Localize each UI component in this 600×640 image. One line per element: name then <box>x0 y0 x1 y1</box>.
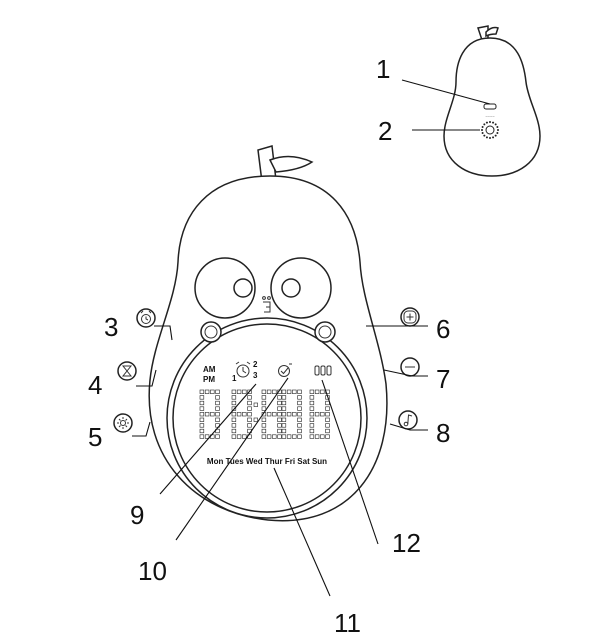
alarm-indicator-icon <box>235 361 251 378</box>
plus-icon <box>400 307 420 327</box>
callout-labels: 1 2 3 4 5 6 7 8 9 10 11 12 <box>88 54 450 638</box>
digit-display <box>199 389 330 439</box>
digit-4 <box>281 389 302 439</box>
nose-icon <box>262 296 271 313</box>
callout-11: 11 <box>334 608 361 638</box>
colon-dot <box>253 417 258 422</box>
leader-line-9 <box>159 383 257 495</box>
am-label: AM <box>203 365 216 374</box>
callout-1: 1 <box>376 54 390 84</box>
leader-line-12 <box>321 379 379 545</box>
callout-10: 10 <box>138 556 167 586</box>
left-cheek <box>200 321 222 343</box>
leader-line-7 <box>383 369 428 377</box>
right-eye <box>270 257 332 319</box>
music-note-icon <box>398 410 418 430</box>
leader-line-5 <box>132 421 151 437</box>
leader-line-8 <box>389 423 428 431</box>
light-sensor-icon <box>481 121 499 139</box>
svg-text:~~~~: ~~~~ <box>485 114 495 119</box>
callout-3: 3 <box>104 312 118 342</box>
hourglass-timer-icon <box>117 361 137 381</box>
callout-6: 6 <box>436 314 450 344</box>
alarm-number-3: 3 <box>253 371 258 380</box>
am-pm-indicator: AM PM <box>203 365 216 384</box>
digit-3 <box>261 389 282 439</box>
leader-line-11 <box>273 467 331 597</box>
digit-2 <box>231 389 252 439</box>
leader-line-10 <box>175 377 289 541</box>
callout-4: 4 <box>88 370 102 400</box>
digit-1 <box>199 389 220 439</box>
alarm-indicator: 1 2 3 <box>232 360 258 383</box>
callout-8: 8 <box>436 418 450 448</box>
light-sun-icon <box>113 413 133 433</box>
display-face <box>172 323 362 513</box>
callout-5: 5 <box>88 422 102 452</box>
minus-icon <box>400 357 420 377</box>
snooze-indicator-icon <box>278 363 292 377</box>
pm-label: PM <box>203 375 215 384</box>
alarm-number-2: 2 <box>253 360 258 369</box>
leaf <box>268 155 314 173</box>
right-cheek <box>314 321 336 343</box>
battery-indicator-icon <box>314 365 332 376</box>
leader-line-3 <box>154 325 173 341</box>
callout-9: 9 <box>130 500 144 530</box>
leader-lines <box>132 79 491 597</box>
left-eye <box>194 257 256 319</box>
callout-12: 12 <box>392 528 421 558</box>
alarm-number-1: 1 <box>232 374 237 383</box>
alarm-clock-icon <box>136 308 156 328</box>
front-view: AM PM 1 2 3 Mon Tues Wed Thur Fri Sat Su… <box>113 145 420 522</box>
leader-line-4 <box>136 369 157 387</box>
back-view: ~~~~ <box>443 25 541 177</box>
callout-2: 2 <box>378 116 392 146</box>
colon-dot <box>253 402 258 407</box>
back-view-leaf <box>485 26 499 38</box>
leader-line-1 <box>401 79 491 105</box>
callout-7: 7 <box>436 364 450 394</box>
weekday-row: Mon Tues Wed Thur Fri Sat Sun <box>207 457 327 466</box>
